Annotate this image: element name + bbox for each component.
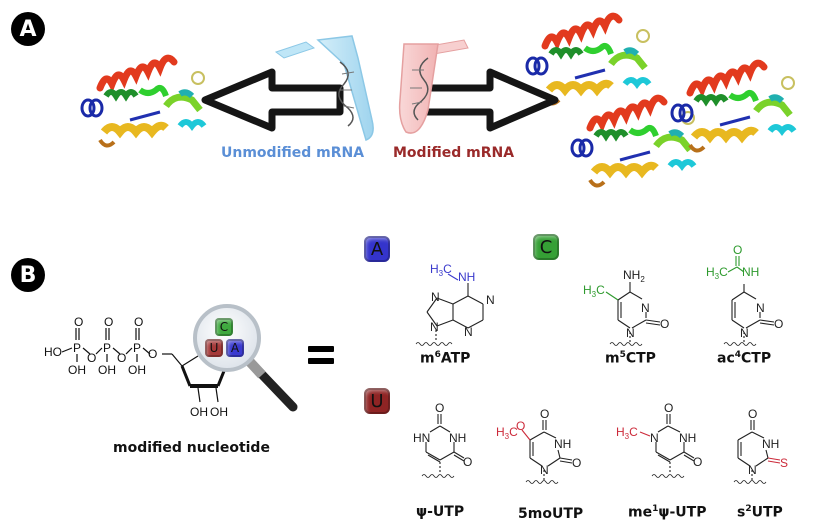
base-tile-c: C bbox=[533, 234, 559, 260]
molecule-name-s2utp: s2UTP bbox=[737, 504, 783, 521]
structure-psi-utp bbox=[421, 414, 465, 478]
base-tile-u: U bbox=[364, 388, 390, 414]
svg-text:N: N bbox=[650, 431, 659, 445]
svg-text:N: N bbox=[740, 326, 749, 340]
svg-text:N: N bbox=[464, 325, 473, 339]
atom-o: O bbox=[74, 315, 83, 329]
atom-o: O bbox=[87, 351, 96, 365]
nucleotide-caption: modified nucleotide bbox=[113, 440, 270, 456]
structure-s2utp bbox=[733, 420, 781, 484]
atom-oh: OH bbox=[68, 363, 86, 377]
base-tile-a: A bbox=[364, 236, 390, 262]
structure-5moutp bbox=[521, 420, 573, 484]
svg-text:N: N bbox=[486, 293, 495, 307]
atom-oh: OH bbox=[190, 405, 208, 419]
molecule-name-psi-utp: ψ-UTP bbox=[416, 504, 465, 520]
molecule-name-5moutp: 5moUTP bbox=[518, 506, 584, 522]
svg-text:N: N bbox=[431, 290, 440, 304]
svg-text:H3C: H3C bbox=[616, 425, 638, 441]
magnifier-base-c: C bbox=[215, 318, 233, 336]
svg-text:O: O bbox=[733, 243, 742, 257]
atom-oh: OH bbox=[98, 363, 116, 377]
molecule-name-me1psi-utp: me1ψ-UTP bbox=[628, 504, 707, 521]
atom-o: O bbox=[104, 315, 113, 329]
svg-text:N: N bbox=[748, 463, 757, 477]
atom-o: O bbox=[134, 315, 143, 329]
svg-text:N: N bbox=[756, 301, 765, 315]
structure-m5ctp bbox=[605, 282, 661, 346]
svg-text:O: O bbox=[463, 455, 472, 469]
svg-text:N: N bbox=[430, 320, 439, 334]
svg-text:N: N bbox=[626, 326, 635, 340]
svg-text:H3C: H3C bbox=[496, 425, 518, 441]
svg-text:O: O bbox=[774, 317, 783, 331]
svg-text:NH: NH bbox=[458, 270, 475, 284]
atom-o: O bbox=[148, 347, 157, 361]
atom-p: P bbox=[133, 341, 141, 355]
structure-m6atp bbox=[415, 273, 484, 346]
svg-text:O: O bbox=[540, 407, 549, 421]
panel-a-badge: A bbox=[11, 12, 45, 46]
svg-text:O: O bbox=[748, 407, 757, 421]
substituent-s2u: S bbox=[780, 456, 788, 470]
svg-text:NH: NH bbox=[554, 437, 571, 451]
svg-text:S: S bbox=[780, 456, 788, 470]
svg-text:O: O bbox=[572, 456, 581, 470]
equals-sign bbox=[308, 346, 334, 370]
svg-text:O: O bbox=[435, 401, 444, 415]
structure-ac4ctp bbox=[723, 256, 775, 346]
atom-ho: HO bbox=[44, 345, 62, 359]
svg-text:H3C: H3C bbox=[706, 265, 728, 281]
unmodified-mrna-label: Unmodified mRNA bbox=[221, 145, 365, 161]
atom-oh: OH bbox=[210, 405, 228, 419]
panel-a-graphic bbox=[0, 0, 820, 200]
magnifier-base-u: U bbox=[205, 339, 223, 357]
modified-mrna-tube bbox=[398, 39, 469, 134]
svg-text:H3C: H3C bbox=[583, 283, 605, 299]
svg-text:H3C: H3C bbox=[430, 262, 452, 278]
atom-o: O bbox=[117, 351, 126, 365]
svg-text:NH: NH bbox=[679, 431, 696, 445]
structure-me1psi-utp bbox=[639, 414, 695, 478]
svg-text:O: O bbox=[664, 401, 673, 415]
svg-text:N: N bbox=[641, 301, 650, 315]
svg-text:N: N bbox=[540, 463, 549, 477]
nucleotide-structure: O O O P P P HO O O O OH OH OH O OH OH bbox=[44, 315, 228, 419]
molecule-name-m6atp: m6ATP bbox=[420, 350, 471, 367]
svg-text:HN: HN bbox=[413, 431, 430, 445]
svg-text:NH2: NH2 bbox=[623, 268, 645, 284]
atom-p: P bbox=[103, 341, 111, 355]
svg-text:O: O bbox=[660, 317, 669, 331]
panel-b-badge: B bbox=[11, 258, 45, 292]
svg-text:O: O bbox=[693, 455, 702, 469]
substituent-me1psi: H3C bbox=[616, 425, 638, 441]
substituent-m6a: H3C NH bbox=[430, 262, 475, 284]
panel-b-letter: B bbox=[19, 262, 37, 288]
atom-oh: OH bbox=[128, 363, 146, 377]
substituent-m5c: H3C bbox=[583, 283, 605, 299]
svg-text:NH: NH bbox=[742, 265, 759, 279]
modified-mrna-label: Modified mRNA bbox=[393, 145, 515, 161]
molecule-name-m5ctp: m5CTP bbox=[605, 350, 656, 367]
molecule-name-ac4ctp: ac4CTP bbox=[717, 350, 772, 367]
svg-text:O: O bbox=[516, 419, 525, 433]
magnifier-base-a: A bbox=[226, 339, 244, 357]
unmodified-mrna-tube bbox=[274, 35, 374, 142]
panel-a-letter: A bbox=[19, 16, 37, 42]
svg-text:NH: NH bbox=[762, 437, 779, 451]
atom-p: P bbox=[73, 341, 81, 355]
svg-text:NH: NH bbox=[449, 431, 466, 445]
substituent-ac4c: O H3C NH bbox=[706, 243, 759, 281]
